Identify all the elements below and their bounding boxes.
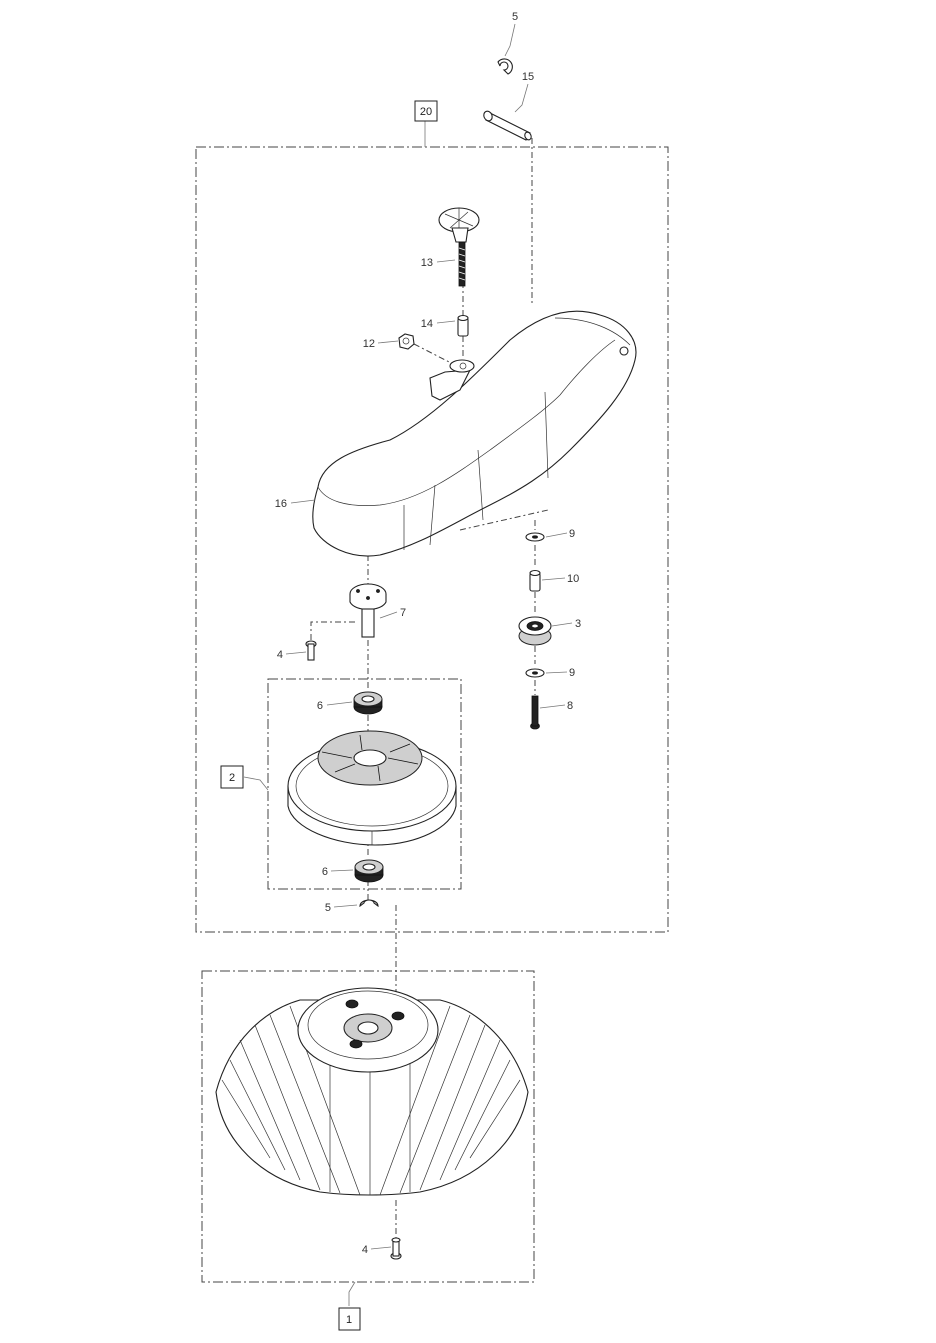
callout-6-lower: 6 [322,866,328,878]
callout-20: 20 [420,106,432,118]
callout-12: 12 [363,338,375,350]
callout-7: 7 [400,607,406,619]
callout-3: 3 [575,618,581,630]
axis-line-nut [413,343,456,366]
callout-2-box [220,765,244,789]
callout-9-lower: 9 [569,667,575,679]
circlip-part-bottom [359,899,379,908]
callout-5-top: 5 [512,11,518,23]
callout-20-box [414,100,438,122]
screw-part-4-lower [390,1237,402,1260]
bearing-part-lower [354,859,384,883]
bushing-part [529,569,541,592]
callout-2: 2 [229,772,235,784]
callout-1-box [338,1307,361,1331]
callout-8: 8 [567,700,573,712]
leader-lines [243,23,573,1306]
arm-housing-part [312,310,637,557]
circlip-part-top [497,58,513,75]
brush-part [215,987,529,1196]
disc-hub-part [287,730,457,846]
callout-1: 1 [346,1314,352,1326]
axis-line-screw-4 [310,621,355,640]
knob-screw-part [438,207,480,287]
callout-5-bottom: 5 [325,902,331,914]
callout-4-lower: 4 [362,1244,368,1256]
callout-6-upper: 6 [317,700,323,712]
spacer-part [457,314,469,337]
callout-4-upper: 4 [277,649,283,661]
callout-9-upper: 9 [569,528,575,540]
callout-14: 14 [421,318,433,330]
assembly-20-boundary [195,146,669,933]
callout-10: 10 [567,573,579,585]
callout-15: 15 [522,71,534,83]
assembly-1-boundary [201,970,535,1283]
bearing-part-upper [353,691,383,715]
washer-part-lower [525,668,545,678]
washer-part-upper [525,532,545,542]
screw-part-8 [530,695,540,730]
screw-part-4-upper [305,640,317,661]
nut-part [398,333,415,350]
callout-16: 16 [275,498,287,510]
assembly-2-boundary [267,678,462,890]
pin-part [483,110,532,141]
pulley-part [518,616,552,646]
shaft-part [349,583,387,638]
axis-line-arm-bottom [459,509,549,531]
callout-13: 13 [421,257,433,269]
